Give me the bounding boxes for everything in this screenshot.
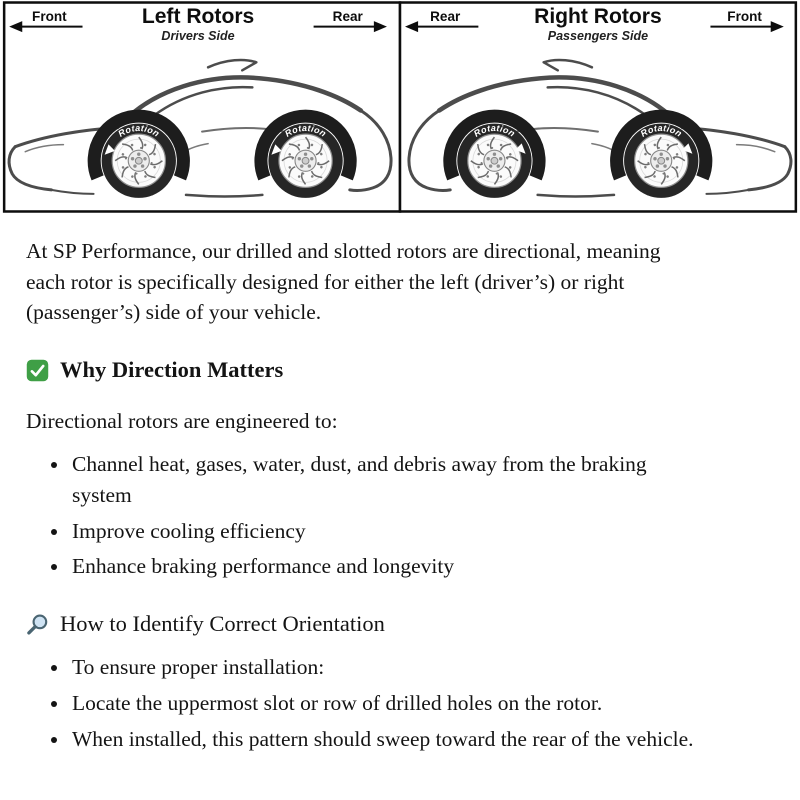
rotation-label-front-wheel: Rotation xyxy=(116,123,161,139)
intro-paragraph: At SP Performance, our drilled and slott… xyxy=(26,239,661,325)
check-icon xyxy=(26,359,49,382)
magnifier-icon xyxy=(26,613,49,636)
rotation-label-rear-wheel: Rotation xyxy=(472,123,517,139)
list-item: Channel heat, gases, water, dust, and de… xyxy=(70,449,706,510)
left-panel-subtitle: Drivers Side xyxy=(161,29,234,43)
front-direction-label: Front xyxy=(727,9,762,24)
rotation-label-front-wheel: Rotation xyxy=(639,123,684,139)
rotor-diagram-svg: Front Rear Left Rotors Drivers Side Rota… xyxy=(0,1,800,213)
benefits-list: Channel heat, gases, water, dust, and de… xyxy=(26,449,706,582)
right-rotors-panel: Rear Front Right Rotors Passengers Side … xyxy=(398,1,798,213)
heading-text: Why Direction Matters xyxy=(60,357,284,383)
list-item: To ensure proper installation: xyxy=(70,652,706,683)
rotation-label-rear-wheel: Rotation xyxy=(283,123,328,139)
orientation-list: To ensure proper installation: Locate th… xyxy=(26,652,706,754)
lead-paragraph: Directional rotors are engineered to: xyxy=(26,409,338,434)
right-panel-subtitle: Passengers Side xyxy=(548,29,648,43)
list-item: Improve cooling efficiency xyxy=(70,516,706,547)
rear-direction-label: Rear xyxy=(333,9,364,24)
article-content: At SP Performance, our drilled and slott… xyxy=(0,219,800,754)
identify-orientation-heading: How to Identify Correct Orientation xyxy=(26,608,772,640)
rotor-direction-diagram: Front Rear Left Rotors Drivers Side Rota… xyxy=(0,0,800,219)
list-item: Locate the uppermost slot or row of dril… xyxy=(70,688,706,719)
left-rotors-panel: Front Rear Left Rotors Drivers Side Rota… xyxy=(4,1,402,213)
panel-border xyxy=(398,1,798,213)
right-panel-title: Right Rotors xyxy=(534,5,662,28)
heading-text: How to Identify Correct Orientation xyxy=(60,611,385,637)
rear-direction-label: Rear xyxy=(430,9,461,24)
front-direction-label: Front xyxy=(32,9,67,24)
why-direction-matters-heading: Why Direction Matters xyxy=(26,354,772,386)
list-item: When installed, this pattern should swee… xyxy=(70,724,706,755)
left-panel-title: Left Rotors xyxy=(142,5,254,28)
list-item: Enhance braking performance and longevit… xyxy=(70,551,706,582)
